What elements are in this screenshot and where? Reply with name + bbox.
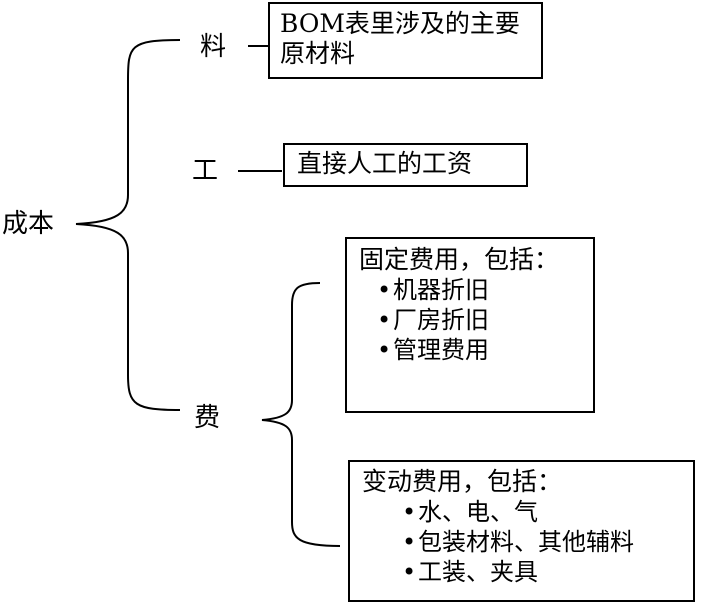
bullet-icon: • [377,306,392,334]
expense-brace [261,282,341,547]
bullet-icon: • [377,336,392,364]
expense-label: 费 [194,403,221,433]
labor-label: 工 [192,156,219,186]
variable-expense-list: •水、电、气 •包装材料、其他辅料 •工装、夹具 [362,497,681,587]
bullet-icon: • [402,498,417,526]
main-brace [75,39,181,411]
list-item: •机器折旧 [377,276,489,304]
fixed-expense-title: 固定费用，包括： [359,245,560,274]
material-label: 料 [200,32,227,62]
root-label: 成本 [2,209,55,239]
variable-expense-box: 变动费用，包括： •水、电、气 •包装材料、其他辅料 •工装、夹具 [348,460,695,602]
list-item: •包装材料、其他辅料 [402,528,634,556]
material-box-text: BOM表里涉及的主要原材料 [280,9,520,68]
list-item: •水、电、气 [402,498,538,526]
list-item: •厂房折旧 [377,306,489,334]
list-item: •工装、夹具 [402,558,538,586]
labor-box: 直接人工的工资 [283,143,528,187]
variable-expense-title: 变动费用，包括： [362,467,563,496]
bullet-icon: • [377,276,392,304]
list-item: •管理费用 [377,336,489,364]
bullet-icon: • [402,528,417,556]
fixed-expense-box: 固定费用，包括： •机器折旧 •厂房折旧 •管理费用 [345,237,595,413]
fixed-expense-list: •机器折旧 •厂房折旧 •管理费用 [359,275,581,365]
material-box: BOM表里涉及的主要原材料 [268,2,543,79]
bullet-icon: • [402,558,417,586]
labor-box-text: 直接人工的工资 [297,149,473,178]
